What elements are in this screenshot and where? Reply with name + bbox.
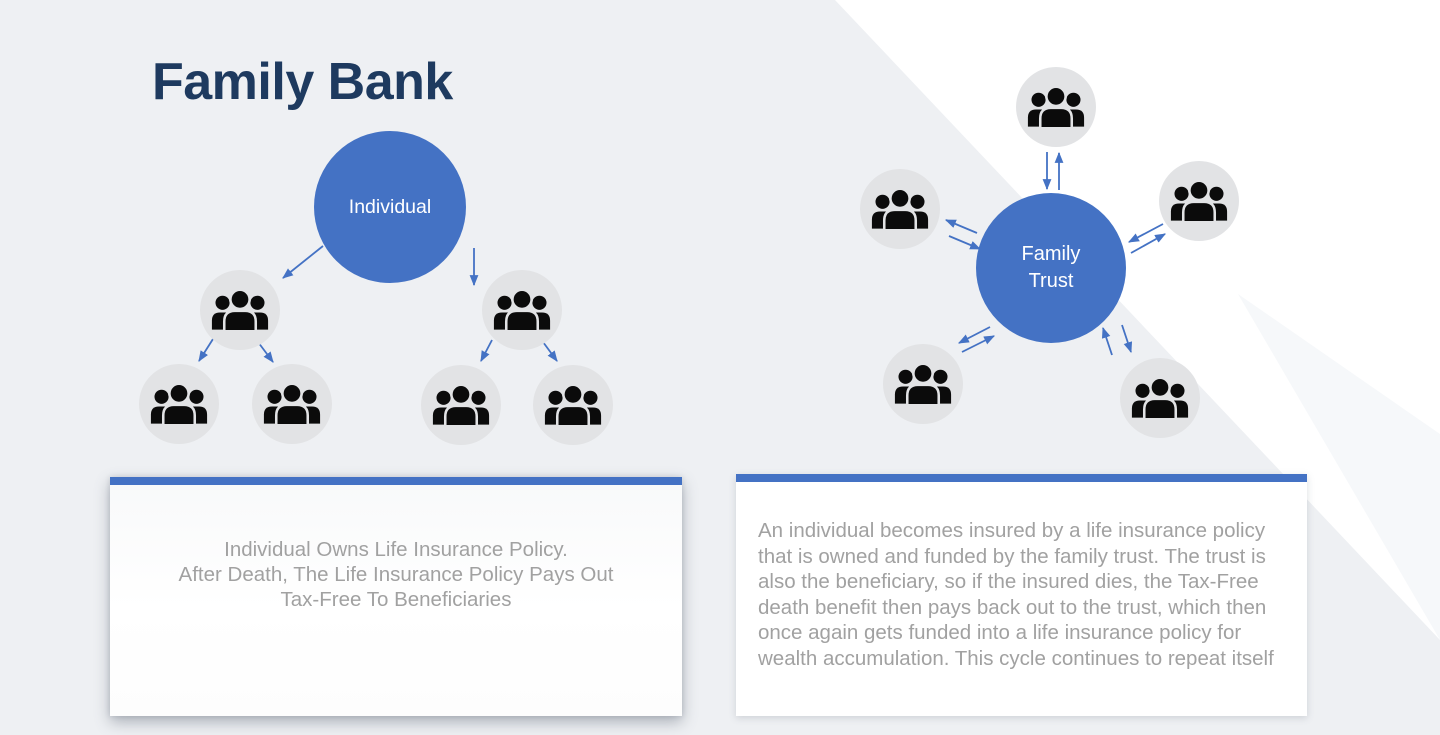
- arrow-trust-to-left: [944, 219, 978, 234]
- family-members-icon: [1159, 161, 1239, 241]
- individual-node: Individual: [314, 131, 466, 283]
- right-caption-box: An individual becomes insured by a life …: [736, 474, 1307, 716]
- family-members-icon: [252, 364, 332, 444]
- left-caption-text: Individual Owns Life Insurance Policy. A…: [178, 538, 614, 611]
- arrow-left-to-trust: [948, 235, 982, 250]
- family-members-icon: [139, 364, 219, 444]
- arrow-trust-to-bottomright: [1121, 324, 1133, 354]
- caption-accent-bar: [110, 477, 682, 485]
- arrow-trust-to-bottomleft: [958, 326, 991, 344]
- family-members-icon: [1016, 67, 1096, 147]
- arrow-individual-to-left-group: [282, 245, 324, 279]
- family-members-icon: [1120, 358, 1200, 438]
- family-members-icon: [860, 169, 940, 249]
- family-members-icon: [421, 365, 501, 445]
- page-title: Family Bank: [152, 53, 453, 111]
- family-members-icon: [883, 344, 963, 424]
- family-members-icon: [533, 365, 613, 445]
- family-trust-node: Family Trust: [976, 193, 1126, 343]
- family-members-icon: [200, 270, 280, 350]
- left-caption-box: Individual Owns Life Insurance Policy. A…: [110, 477, 682, 716]
- arrow-bottomleft-to-trust: [961, 335, 995, 353]
- family-members-icon: [482, 270, 562, 350]
- right-caption-text: An individual becomes insured by a life …: [758, 519, 1274, 670]
- arrow-bottomright-to-trust: [1101, 326, 1113, 356]
- caption-accent-bar: [736, 474, 1307, 482]
